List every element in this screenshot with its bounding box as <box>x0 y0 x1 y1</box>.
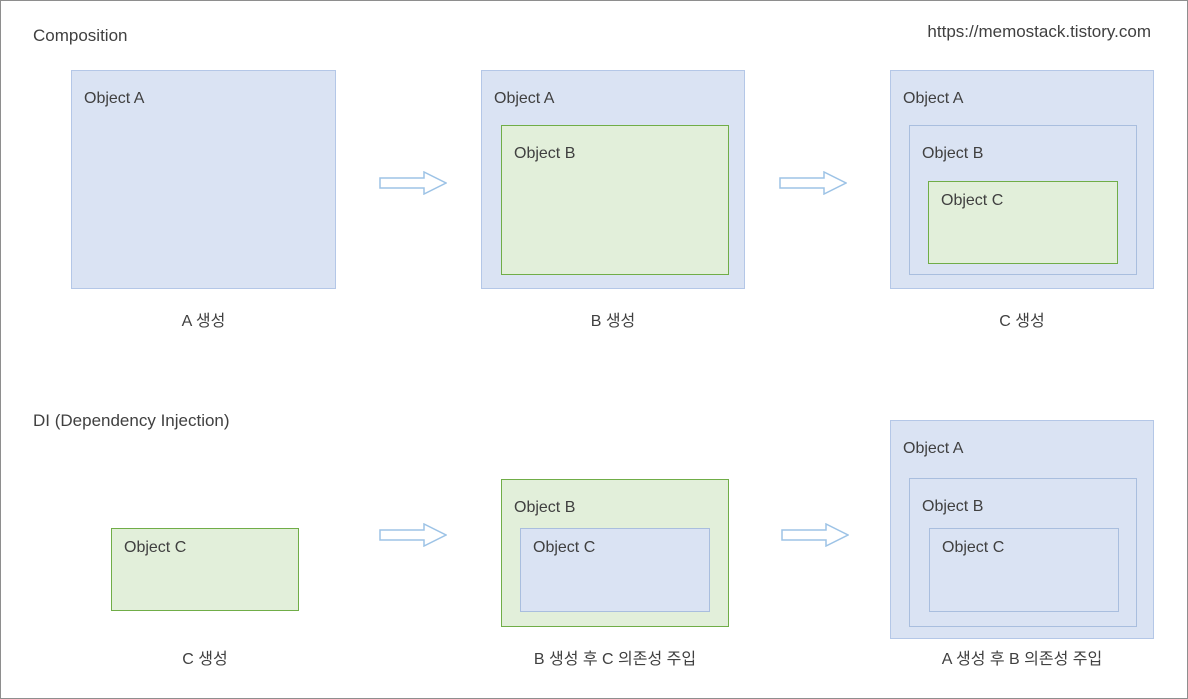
composition-step2-caption: B 생성 <box>590 313 636 330</box>
composition-step3-caption: C 생성 <box>999 313 1045 330</box>
di-step2-box-c: Object C <box>520 528 710 612</box>
object-c-label: Object C <box>941 192 1004 209</box>
di-step3-box-a: Object A Object B Object C <box>890 420 1154 639</box>
composition-step2-box-a: Object A Object B <box>481 70 745 289</box>
section-title-composition: Composition <box>33 26 128 45</box>
composition-step2-box-b: Object B <box>501 125 729 275</box>
arrow-right-icon <box>379 523 447 547</box>
composition-step3-box-c: Object C <box>928 181 1118 264</box>
object-c-label: Object C <box>942 539 1005 556</box>
di-step3-caption: A 생성 후 B 의존성 주입 <box>941 651 1103 668</box>
object-b-label: Object B <box>922 498 984 515</box>
di-step1-caption: C 생성 <box>182 651 228 668</box>
object-a-label: Object A <box>903 90 964 107</box>
object-c-label: Object C <box>124 539 187 556</box>
composition-step1-box-a: Object A <box>71 70 336 289</box>
object-b-label: Object B <box>514 499 576 516</box>
object-a-label: Object A <box>903 440 964 457</box>
arrow-right-icon <box>379 171 447 195</box>
composition-step3-box-b: Object B Object C <box>909 125 1137 275</box>
object-c-label: Object C <box>533 539 596 556</box>
di-step1-box-c: Object C <box>111 528 299 611</box>
arrow-right-icon <box>779 171 847 195</box>
arrow-right-icon <box>781 523 849 547</box>
di-step2-caption: B 생성 후 C 의존성 주입 <box>533 651 697 668</box>
di-step3-box-b: Object B Object C <box>909 478 1137 627</box>
di-step2-box-b: Object B Object C <box>501 479 729 627</box>
object-b-label: Object B <box>514 145 576 162</box>
section-title-di: DI (Dependency Injection) <box>33 411 230 430</box>
di-step3-box-c: Object C <box>929 528 1119 612</box>
object-b-label: Object B <box>922 145 984 162</box>
object-a-label: Object A <box>494 90 555 107</box>
composition-step1-caption: A 생성 <box>181 313 226 330</box>
site-url-watermark: https://memostack.tistory.com <box>927 22 1151 41</box>
composition-step3-box-a: Object A Object B Object C <box>890 70 1154 289</box>
object-a-label: Object A <box>84 90 145 107</box>
